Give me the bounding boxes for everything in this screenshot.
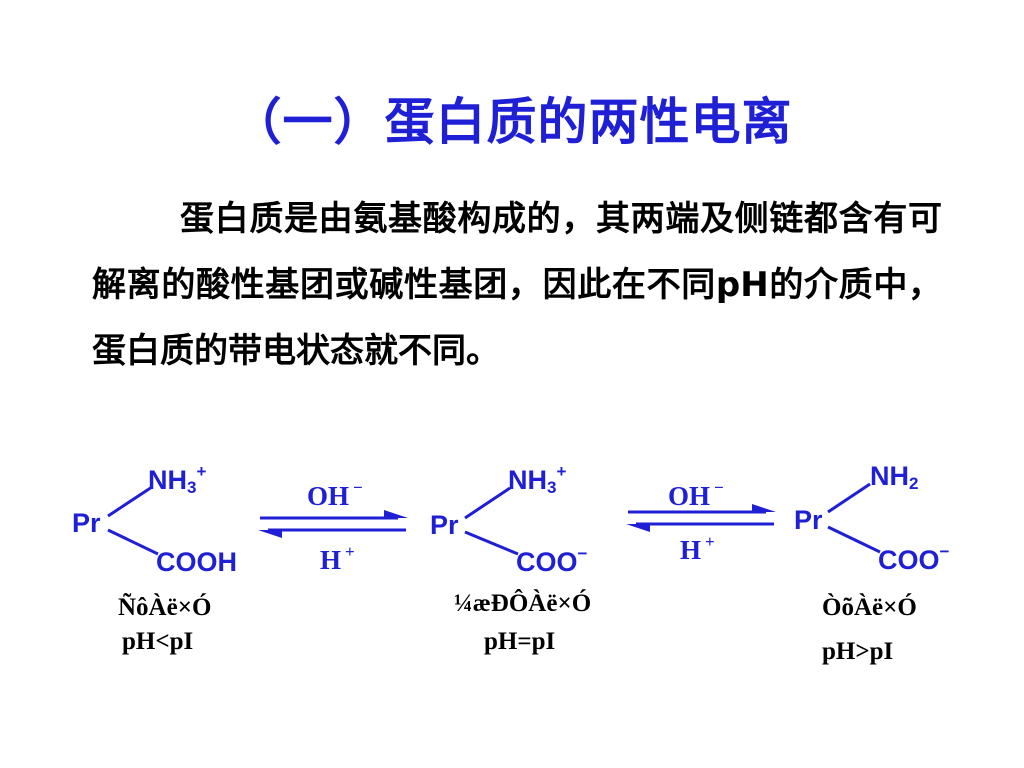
reverse-arrow-2-head [626, 524, 650, 532]
species-2-r-group: Pr [430, 510, 459, 540]
species-1-ph-caption: pH<pI [122, 628, 194, 655]
bond-top-2 [464, 486, 511, 520]
slide-title: （一）蛋白质的两性电离 [231, 93, 793, 151]
bond-bottom-1 [107, 528, 159, 556]
species-3-carboxylate-group: COO− [878, 542, 950, 575]
forward-arrow-1-head [384, 510, 408, 518]
equilibrium-2-reverse-reagent: H+ [680, 532, 715, 565]
equilibrium-1-reverse-reagent: H+ [320, 542, 355, 575]
species-1-ion-caption: ÑôÀë×Ó [118, 594, 212, 621]
forward-arrow-2-head [752, 504, 776, 512]
species-1-amino-group: NH3+ [148, 462, 207, 497]
species-2-ph-caption: pH=pI [484, 628, 556, 655]
species-1-carboxyl-group: COOH [156, 547, 237, 577]
species-3-amino-group: NH2 [870, 461, 919, 493]
species-3-r-group: Pr [794, 505, 823, 535]
bond-bottom-3 [827, 525, 881, 554]
reverse-arrow-1-head [258, 530, 282, 538]
equilibrium-1-forward-reagent: OH− [307, 478, 363, 511]
species-3-ion-caption: ÒõÀë×Ó [822, 594, 917, 621]
equilibrium-2-forward-reagent: OH− [668, 478, 724, 511]
bond-top-1 [107, 485, 153, 518]
species-1-r-group: Pr [72, 508, 101, 538]
bond-top-3 [827, 482, 871, 514]
species-2-carboxylate-group: COO− [516, 544, 588, 577]
species-2-ion-caption: ¼æÐÔÀë×Ó [454, 590, 592, 617]
species-2-amino-group: NH3+ [508, 462, 567, 497]
body-paragraph: 蛋白质是由氨基酸构成的，其两端及侧链都含有可解离的酸性基团或碱性基团，因此在不同… [92, 199, 942, 371]
bond-bottom-2 [464, 530, 519, 556]
species-3-ph-caption: pH>pI [822, 638, 894, 665]
